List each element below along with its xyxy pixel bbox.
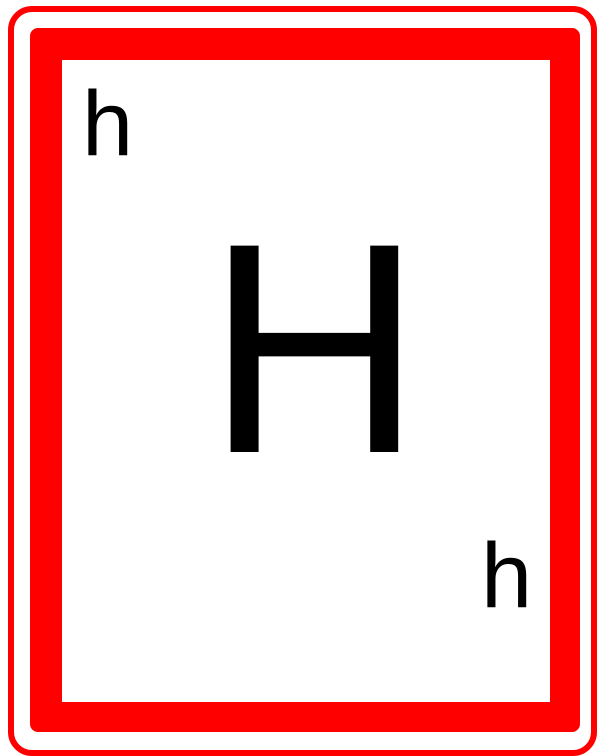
main-letter: H bbox=[206, 180, 423, 516]
white-sign-field bbox=[62, 60, 550, 702]
bottom-right-corner-letter: h bbox=[481, 525, 533, 627]
top-left-corner-letter: h bbox=[82, 73, 134, 175]
